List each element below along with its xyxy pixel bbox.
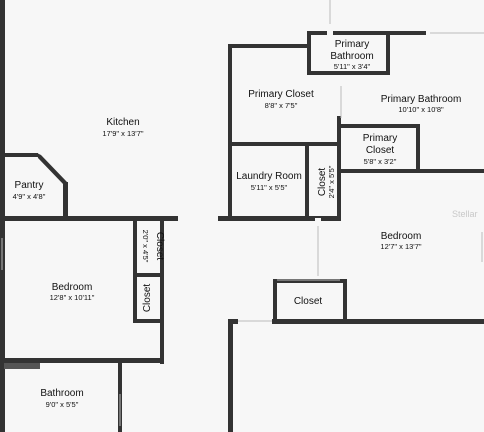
closet-left-lower-name: Closet — [142, 284, 153, 313]
closet-left-upper-name: Closet — [154, 232, 165, 261]
watermark: Stellar — [452, 209, 478, 219]
wall-lower-right-left — [228, 319, 233, 432]
wall-pantry-right — [63, 182, 68, 219]
wall-pantry-top — [0, 153, 38, 157]
wall-primary-bath-small-left — [307, 31, 311, 75]
wall-closets-divider — [133, 273, 164, 277]
wall-kitchen-bottom-left — [0, 216, 178, 221]
closet-laundry-dim: 2'4" x 5'5" — [327, 165, 336, 198]
opening-top — [327, 20, 333, 35]
primary-closet-large-name: Primary Closet — [248, 89, 314, 100]
bedroom-right-dim: 12'7" x 13'7" — [380, 242, 421, 251]
wall-closet-right-right — [343, 279, 347, 323]
bathroom-dim: 9'0" x 5'5" — [46, 400, 79, 409]
wall-primary-closet-small-bottom — [340, 169, 484, 173]
bathroom-name: Bathroom — [40, 388, 83, 399]
wall-closets-right — [160, 219, 164, 364]
wall-top-right — [307, 31, 484, 35]
wall-pantry-diagonal — [37, 153, 67, 185]
primary-bathroom-name: Primary Bathroom — [381, 94, 462, 105]
wall-closet-laundry-right — [337, 145, 341, 221]
wall-primary-closet-small-top — [340, 124, 420, 128]
wall-closets-left — [133, 219, 137, 322]
closet-left-upper-dim: 2'0" x 4'5" — [141, 230, 150, 263]
bedroom-right-name: Bedroom — [381, 231, 422, 242]
wall-laundry-bottom — [228, 216, 341, 221]
door-primary-bath — [337, 80, 342, 116]
wall-bedroom-right-bottom — [228, 319, 484, 324]
wall-primary-closet-top — [228, 44, 310, 48]
wall-closet-right-left — [273, 279, 277, 323]
wall-primary-closet-left — [228, 44, 232, 221]
primary-bath-small-name-1: Primary — [335, 39, 369, 50]
wall-closets-bottom — [133, 319, 164, 323]
primary-closet-small-name-1: Primary — [363, 133, 397, 144]
wall-laundry-right — [305, 145, 309, 221]
wall-bedroom-bottom — [0, 358, 164, 363]
primary-closet-small-name-2: Closet — [366, 145, 395, 156]
wall-closet-right-top — [273, 279, 347, 283]
primary-bathroom-dim: 10'10" x 10'8" — [398, 105, 444, 114]
primary-bath-small-name-2: Bathroom — [330, 51, 373, 62]
primary-closet-large-dim: 8'8" x 7'5" — [265, 101, 298, 110]
wall-primary-bath-small-bottom — [307, 71, 390, 75]
wall-primary-closet-small-right — [416, 124, 420, 172]
closet-right-name: Closet — [294, 296, 323, 307]
closet-laundry-name: Closet — [317, 168, 328, 197]
pantry-name: Pantry — [15, 180, 44, 191]
bedroom-left-dim: 12'8" x 10'11" — [50, 293, 95, 302]
primary-bath-small-dim: 5'11" x 3'4" — [334, 62, 371, 71]
wall-primary-bath-left — [337, 88, 341, 146]
kitchen-name: Kitchen — [106, 117, 139, 128]
bedroom-left-name: Bedroom — [52, 282, 93, 293]
vent-block — [4, 363, 40, 369]
wall-laundry-top — [228, 142, 340, 146]
pantry-dim: 4'9" x 4'8" — [13, 192, 46, 201]
labels: Kitchen 17'9" x 13'7" Pantry 4'9" x 4'8"… — [13, 39, 478, 409]
primary-closet-small-dim: 5'8" x 3'2" — [364, 157, 397, 166]
kitchen-dim: 17'9" x 13'7" — [102, 129, 143, 138]
wall-primary-bath-small-right — [386, 31, 390, 75]
laundry-name: Laundry Room — [236, 171, 302, 182]
laundry-dim: 5'11" x 5'5" — [251, 183, 288, 192]
